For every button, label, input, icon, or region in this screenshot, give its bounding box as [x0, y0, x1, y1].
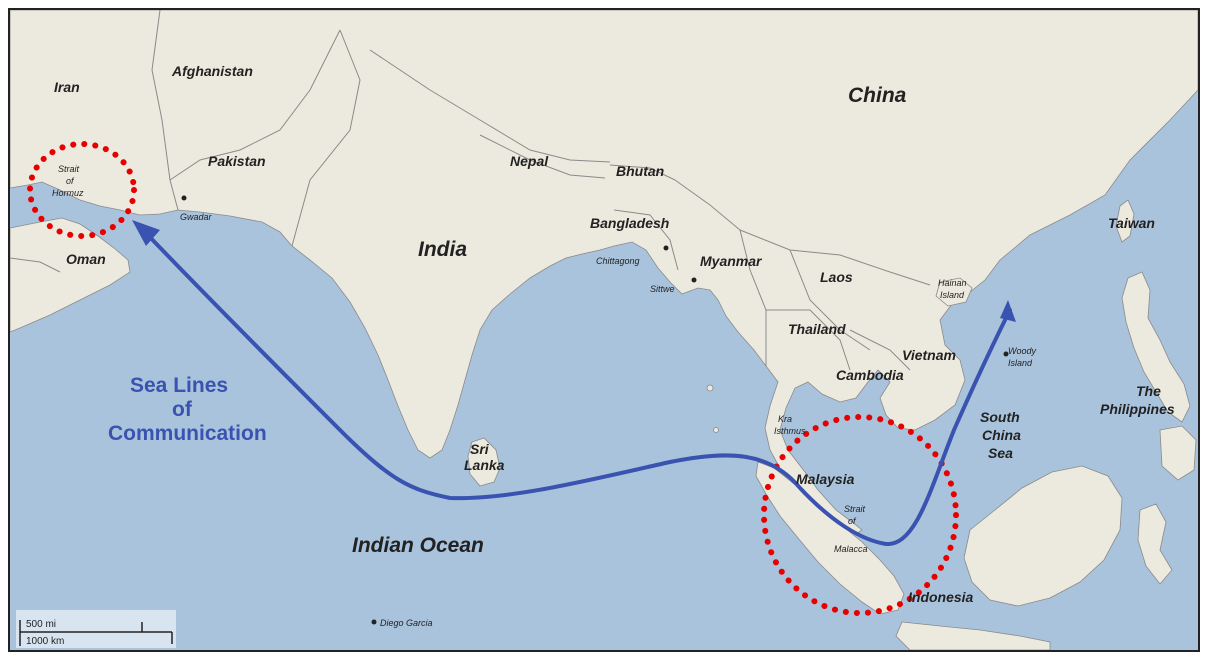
annotation-line3: Communication	[108, 422, 267, 445]
label-gwadar: Gwadar	[180, 212, 213, 222]
philippines-south-land	[1159, 425, 1197, 481]
sea-lines-route	[143, 230, 1012, 547]
label-bhutan: Bhutan	[616, 163, 664, 179]
label-india: India	[418, 238, 467, 261]
label-kra-line2: Isthmus	[774, 426, 806, 436]
label-sri-lanka-line2: Lanka	[464, 457, 505, 473]
bangladesh-city-dot-icon	[663, 245, 669, 251]
hainan-land	[935, 277, 973, 307]
oman-border	[10, 257, 61, 273]
country-borders	[10, 10, 931, 371]
scale-miles-label: 500 mi	[26, 619, 56, 630]
arrowhead-hormuz-icon	[132, 220, 160, 246]
label-philippines-line1: The	[1136, 383, 1161, 399]
taiwan-land	[1115, 199, 1135, 243]
iran-afghanistan-border	[151, 10, 179, 211]
pakistan-india-border	[291, 29, 361, 247]
andaman-islands	[706, 384, 714, 392]
label-taiwan: Taiwan	[1108, 215, 1155, 231]
label-malaysia: Malaysia	[796, 471, 855, 487]
scale-km-label: 1000 km	[26, 636, 64, 647]
bhutan-border	[609, 164, 676, 181]
label-south-china-sea-line1: South	[980, 409, 1020, 425]
label-nepal: Nepal	[510, 153, 549, 169]
route-arrowheads	[132, 220, 1016, 322]
label-oman: Oman	[66, 251, 106, 267]
route-arrow-icon	[143, 230, 1012, 547]
scale-bar: 500 mi 1000 km	[16, 610, 176, 648]
land-masses	[10, 10, 1198, 650]
label-woody-line2: Island	[1008, 358, 1033, 368]
label-south-china-sea-line2: China	[982, 427, 1021, 443]
gwadar-city-dot-icon	[181, 195, 187, 201]
label-philippines-line2: Philippines	[1100, 401, 1175, 417]
label-china: China	[848, 84, 907, 107]
afghanistan-pakistan-border	[169, 29, 341, 181]
label-indonesia: Indonesia	[908, 589, 974, 605]
label-hormuz-line1: Strait	[58, 164, 80, 174]
oman-land	[10, 217, 131, 333]
annotation-line2: of	[172, 398, 193, 421]
annotation-line1: Sea Lines	[130, 374, 228, 397]
label-afghanistan: Afghanistan	[171, 63, 253, 79]
sittwe-city-dot-icon	[691, 277, 697, 283]
vietnam-border	[849, 329, 911, 371]
label-myanmar: Myanmar	[700, 253, 763, 269]
nepal-border	[479, 134, 606, 179]
map-canvas: Iran Afghanistan Pakistan China Nepal Bh…	[10, 10, 1198, 650]
label-hormuz-line3: Hormuz	[52, 188, 84, 198]
label-indian-ocean: Indian Ocean	[352, 534, 484, 557]
label-thailand: Thailand	[788, 321, 846, 337]
label-sri-lanka-line1: Sri	[470, 441, 490, 457]
malacca-dotted-circle-icon	[761, 414, 959, 616]
java-land	[895, 621, 1051, 650]
label-pakistan: Pakistan	[208, 153, 266, 169]
scale-bar-background	[16, 610, 176, 648]
sri-lanka-land	[467, 437, 501, 487]
label-malacca-line1: Strait	[844, 504, 866, 514]
woody-island-city-dot-icon	[1003, 351, 1009, 357]
label-hormuz-line2: of	[66, 176, 75, 186]
borneo-land	[963, 465, 1123, 607]
label-iran: Iran	[54, 79, 80, 95]
philippines-land	[1121, 271, 1191, 423]
sulawesi-land	[1137, 503, 1173, 585]
asia-mainland	[10, 10, 1198, 539]
label-malacca-line3: Malacca	[834, 544, 868, 554]
hormuz-dotted-circle-icon	[27, 141, 137, 239]
india-china-border	[369, 49, 611, 163]
label-malacca-line2: of	[848, 516, 857, 526]
china-se-asia-border	[739, 229, 931, 286]
nicobar-islands	[713, 427, 719, 433]
label-chittagong: Chittagong	[596, 256, 640, 266]
label-kra-line1: Kra	[778, 414, 792, 424]
label-sittwe: Sittwe	[650, 284, 675, 294]
label-hainan-line2: Island	[940, 290, 965, 300]
label-woody-line1: Woody	[1008, 346, 1037, 356]
chokepoints	[27, 141, 959, 616]
label-bangladesh: Bangladesh	[590, 215, 669, 231]
label-cambodia: Cambodia	[836, 367, 904, 383]
label-south-china-sea-line3: Sea	[988, 445, 1013, 461]
diego-garcia-city-dot-icon	[371, 619, 377, 625]
laos-border	[789, 249, 871, 351]
arrowhead-south-china-sea-icon	[1000, 300, 1016, 322]
map-frame: Iran Afghanistan Pakistan China Nepal Bh…	[8, 8, 1200, 652]
myanmar-border	[674, 179, 767, 366]
label-laos: Laos	[820, 269, 853, 285]
label-vietnam: Vietnam	[902, 347, 956, 363]
thailand-border	[766, 309, 851, 371]
label-diego-garcia: Diego Garcia	[380, 618, 433, 628]
city-dots	[181, 195, 1009, 625]
bangladesh-border	[613, 209, 679, 271]
label-hainan-line1: Hainan	[938, 278, 967, 288]
